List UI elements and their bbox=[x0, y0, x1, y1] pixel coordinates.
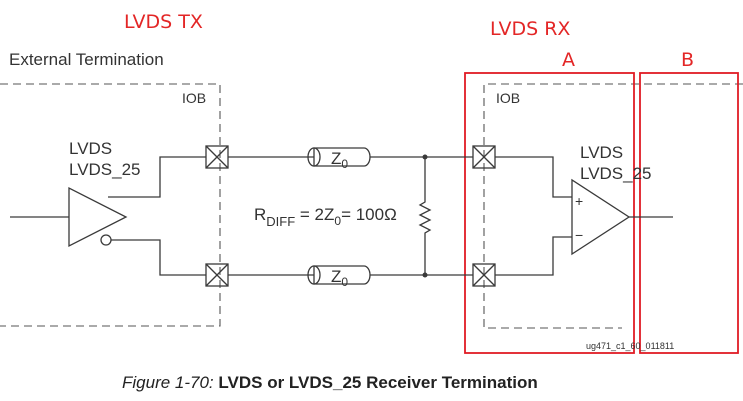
iob-right-label: IOB bbox=[496, 90, 520, 106]
tx-neg-output-wire bbox=[111, 239, 206, 276]
rx-receiver-triangle bbox=[571, 178, 631, 256]
z0-bottom-sub: 0 bbox=[341, 275, 348, 289]
rx-plus-sign: + bbox=[575, 193, 583, 209]
figure-caption: Figure 1-70: LVDS or LVDS_25 Receiver Te… bbox=[122, 373, 538, 392]
iob-right-boundary bbox=[483, 83, 743, 329]
rx-pos-input-wire bbox=[495, 156, 572, 198]
transmission-line-bottom: Z0 bbox=[307, 265, 371, 289]
rx-minus-sign: − bbox=[575, 227, 583, 243]
rx-standard-label-1: LVDS bbox=[580, 143, 623, 162]
caption-prefix: Figure 1-70: bbox=[122, 373, 214, 392]
box-b-label: B bbox=[681, 49, 694, 71]
rx-neg-input-wire bbox=[495, 236, 572, 276]
rdiff-equation: RDIFF = 2Z0= 100Ω bbox=[254, 205, 397, 229]
tx-driver-triangle bbox=[68, 186, 128, 248]
z0-bottom-main: Z bbox=[331, 267, 341, 286]
tx-standard-label-1: LVDS bbox=[69, 139, 112, 158]
caption-title: LVDS or LVDS_25 Receiver Termination bbox=[218, 373, 537, 392]
box-a bbox=[464, 72, 635, 354]
iob-left-boundary bbox=[0, 83, 221, 327]
rx-standard-label-2: LVDS_25 bbox=[580, 164, 652, 183]
box-b bbox=[639, 72, 739, 354]
svg-text:Z0: Z0 bbox=[331, 149, 348, 171]
lvds-tx-label: LVDS TX bbox=[124, 11, 203, 33]
tx-pos-output-wire bbox=[108, 156, 206, 198]
termination-resistor bbox=[418, 157, 432, 275]
tx-standard-label-2: LVDS_25 bbox=[69, 160, 141, 179]
figure-id: ug471_c1_60_011811 bbox=[586, 341, 674, 351]
external-termination-label: External Termination bbox=[9, 50, 164, 69]
tx-pad-top bbox=[205, 145, 229, 169]
z0-top-main: Z bbox=[331, 149, 341, 168]
lvds-rx-label: LVDS RX bbox=[490, 18, 570, 40]
z0-top-sub: 0 bbox=[341, 157, 348, 171]
svg-text:Z0: Z0 bbox=[331, 267, 348, 289]
iob-left-label: IOB bbox=[182, 90, 206, 106]
box-a-label: A bbox=[562, 49, 575, 71]
transmission-line-top: Z0 bbox=[307, 147, 371, 171]
tx-inverting-bubble bbox=[100, 234, 112, 246]
tx-pad-bottom bbox=[205, 263, 229, 287]
